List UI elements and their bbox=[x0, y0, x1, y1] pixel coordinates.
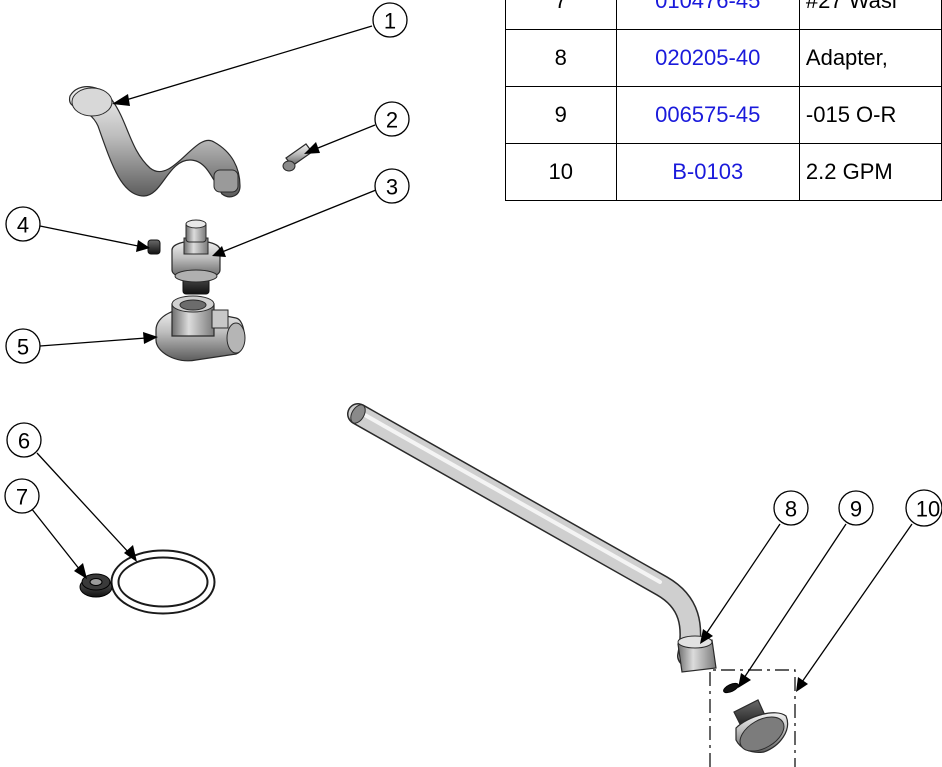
callout-3-label: 3 bbox=[386, 175, 398, 200]
callout-1-label: 1 bbox=[384, 9, 396, 34]
spray-head-part bbox=[733, 699, 789, 753]
table-row: 8 020205-40 Adapter, bbox=[505, 29, 942, 87]
callout-6: 6 bbox=[6, 422, 42, 458]
description-cell: -015 O-R bbox=[798, 86, 942, 144]
item-number-cell: 9 bbox=[505, 86, 617, 144]
description-cell: Adapter, bbox=[798, 29, 942, 87]
description-cell: #27 Wasl bbox=[798, 0, 942, 30]
callout-7-label: 7 bbox=[16, 485, 28, 510]
o-ring-small-part bbox=[723, 682, 739, 694]
part-number-link[interactable]: B-0103 bbox=[615, 143, 800, 201]
spout-tube-part bbox=[347, 403, 702, 667]
callout-9-label: 9 bbox=[850, 497, 862, 522]
part-number-link[interactable]: 006575-45 bbox=[615, 86, 800, 144]
part-number-link[interactable]: 020205-40 bbox=[615, 29, 800, 87]
part-number-link[interactable]: 010476-45 bbox=[615, 0, 800, 30]
detail-boundary bbox=[709, 669, 796, 767]
callout-1: 1 bbox=[372, 2, 408, 38]
table-row: 9 006575-45 -015 O-R bbox=[505, 86, 942, 144]
set-screw-part bbox=[147, 239, 161, 255]
item-number-cell: 7 bbox=[505, 0, 617, 30]
callout-4: 4 bbox=[5, 206, 41, 242]
handle-part bbox=[68, 86, 241, 198]
leader-lines bbox=[30, 25, 913, 692]
callout-8-label: 8 bbox=[785, 497, 797, 522]
description-cell: 2.2 GPM bbox=[798, 143, 942, 201]
callout-3: 3 bbox=[374, 168, 410, 204]
callout-5-label: 5 bbox=[17, 335, 29, 360]
callout-10: 10 bbox=[905, 489, 942, 527]
item-number-cell: 10 bbox=[505, 143, 617, 201]
valve-body-part bbox=[155, 295, 246, 362]
adapter-part bbox=[677, 635, 717, 673]
table-row: 10 B-0103 2.2 GPM bbox=[505, 143, 942, 201]
washer-part bbox=[79, 573, 113, 598]
callout-5: 5 bbox=[5, 328, 41, 364]
callout-6-label: 6 bbox=[18, 429, 30, 454]
callout-8: 8 bbox=[773, 490, 809, 526]
item-number-cell: 8 bbox=[505, 29, 617, 87]
callout-7: 7 bbox=[4, 478, 40, 514]
table-row: 7 010476-45 #27 Wasl bbox=[505, 0, 942, 30]
callout-2: 2 bbox=[374, 101, 410, 137]
cartridge-part bbox=[171, 219, 221, 295]
callout-2-label: 2 bbox=[386, 108, 398, 133]
o-ring-large-part bbox=[110, 549, 216, 615]
callout-4-label: 4 bbox=[17, 213, 29, 238]
screw-part bbox=[282, 143, 313, 172]
callout-9: 9 bbox=[838, 490, 874, 526]
parts-list-table: 7 010476-45 #27 Wasl 8 020205-40 Adapter… bbox=[505, 0, 942, 201]
callout-10-label: 10 bbox=[916, 497, 940, 522]
